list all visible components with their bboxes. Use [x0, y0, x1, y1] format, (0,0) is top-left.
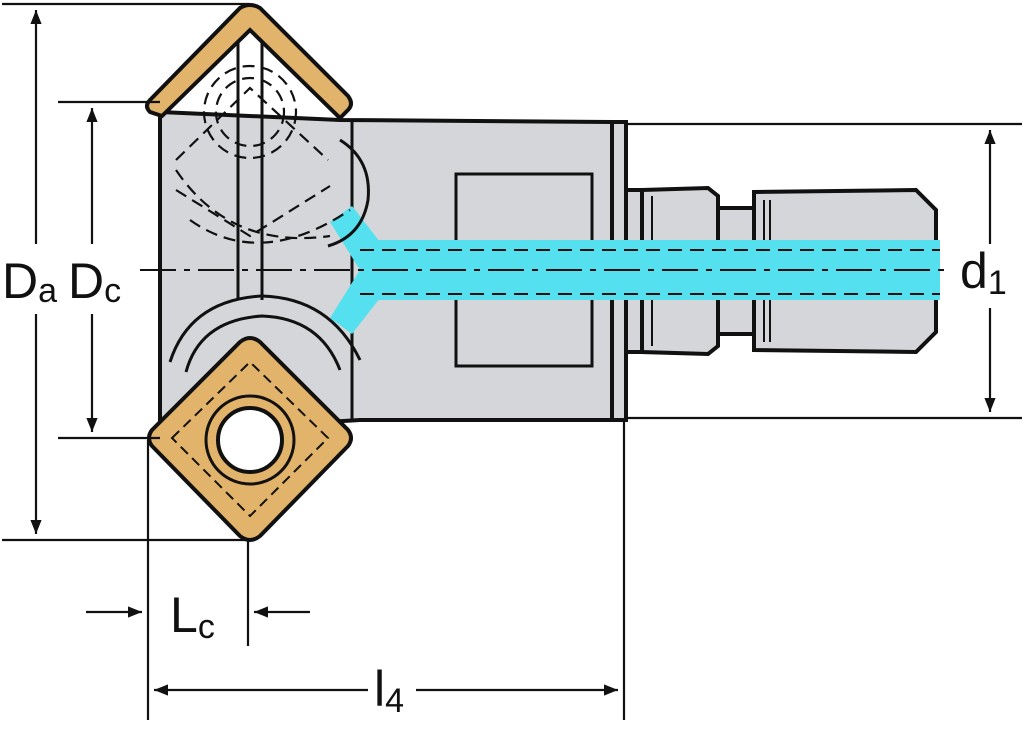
pockets — [168, 36, 370, 373]
hidden-lines — [175, 64, 351, 244]
label-da: Da — [2, 253, 57, 310]
label-lc: Lc — [170, 587, 215, 646]
label-l4: l4 — [374, 661, 404, 720]
extension-lines — [2, 2, 1022, 720]
label-d1: d1 — [960, 243, 1007, 302]
insert-top — [145, 3, 353, 121]
label-dc: Dc — [68, 253, 121, 310]
insert-bottom — [147, 336, 353, 542]
